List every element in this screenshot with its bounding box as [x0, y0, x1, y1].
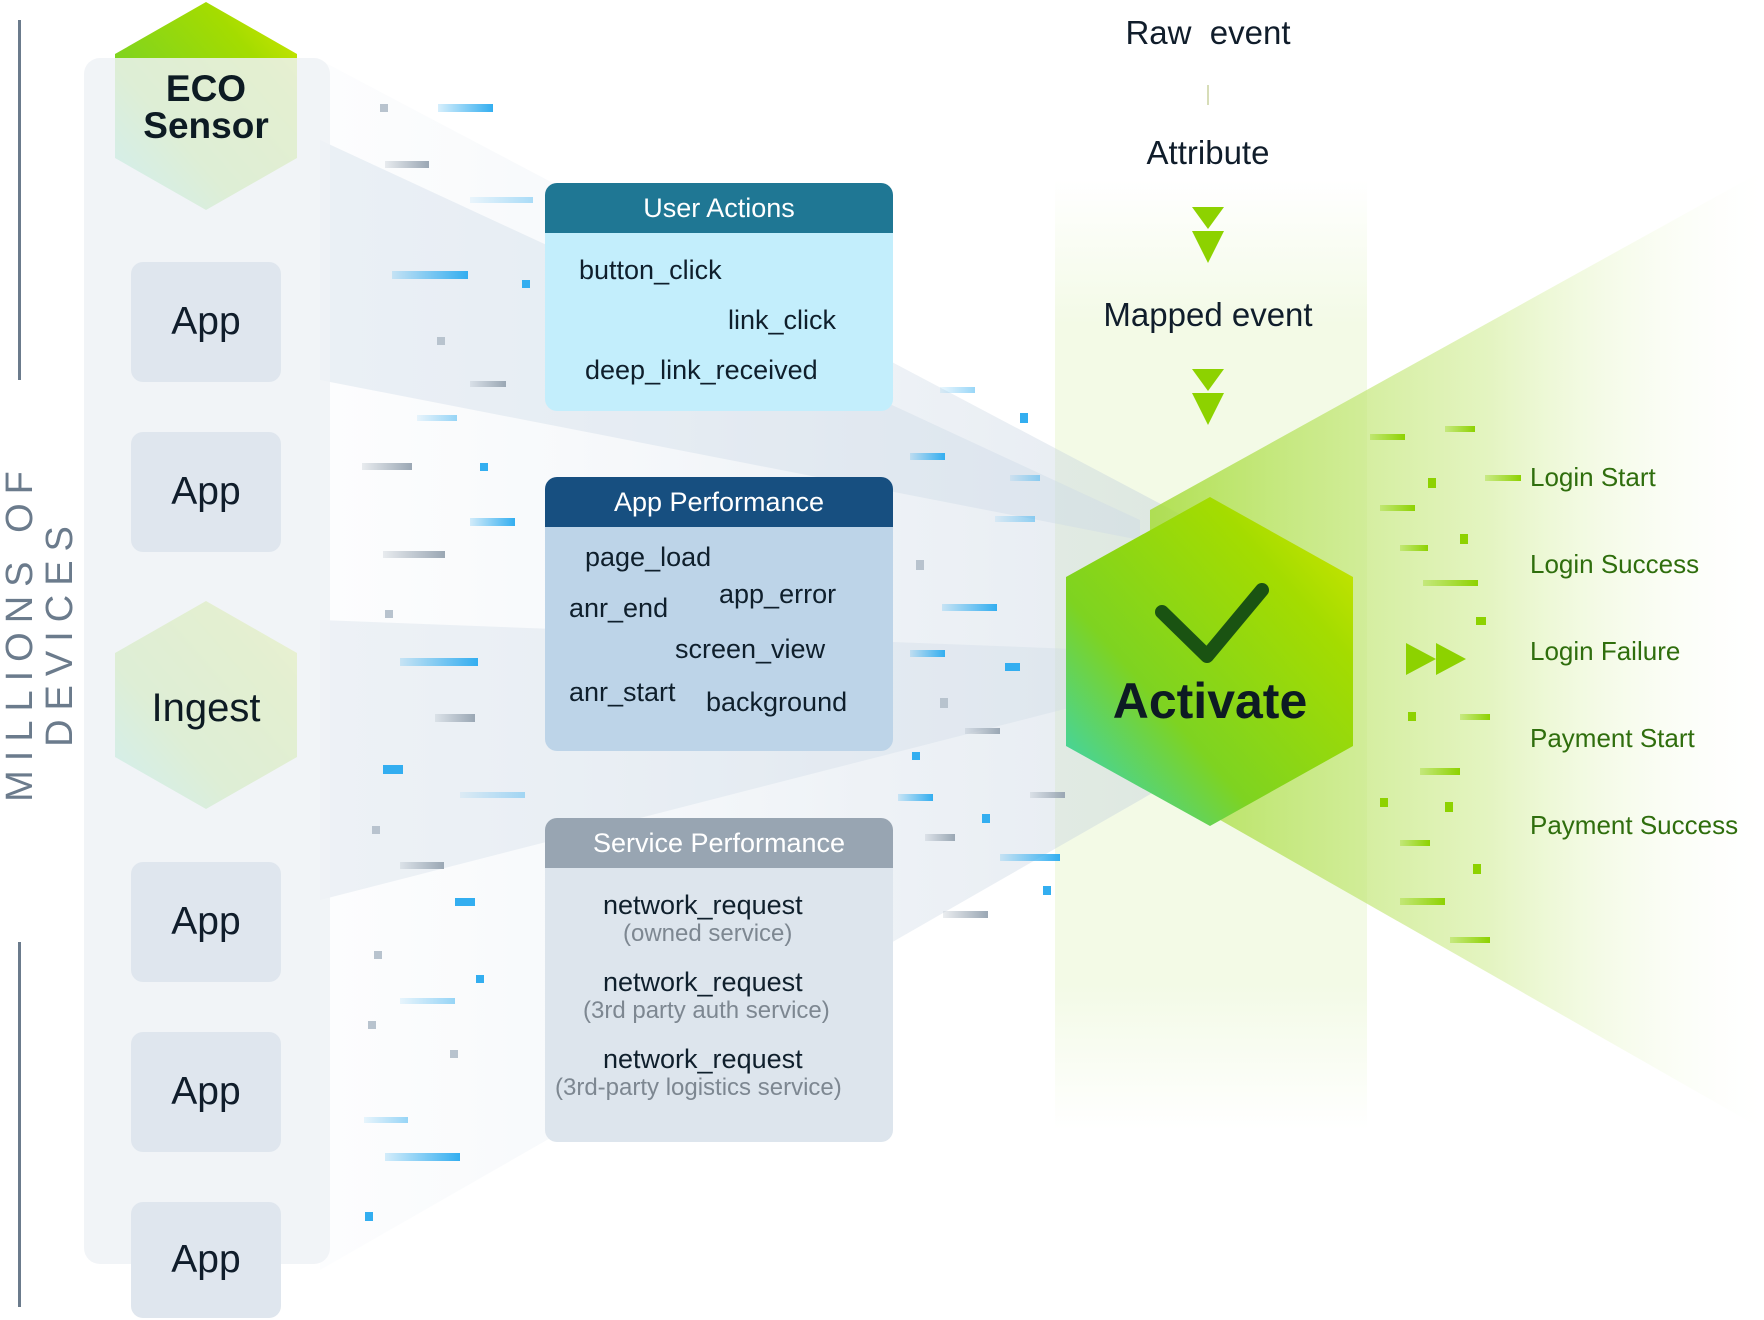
event-network-request: network_request — [603, 890, 803, 920]
event-deep-link-received: deep_link_received — [585, 355, 818, 385]
event-anr-end: anr_end — [569, 593, 669, 623]
event-network-request: network_request — [603, 967, 803, 997]
app-tile: App — [131, 432, 281, 552]
attribute-label: Attribute — [1146, 134, 1270, 171]
input-dashes — [362, 104, 533, 1221]
service-performance-header: Service Performance — [545, 818, 893, 868]
service-performance-body: network_request (owned service) network_… — [545, 868, 893, 1142]
user-actions-header: User Actions — [545, 183, 893, 233]
app-performance-body: page_load app_error anr_end screen_view … — [545, 527, 893, 751]
app-performance-header: App Performance — [545, 477, 893, 527]
output-payment-success: Payment Success — [1530, 810, 1739, 840]
output-payment-start: Payment Start — [1530, 723, 1695, 753]
output-login-start: Login Start — [1530, 462, 1656, 492]
eco-sensor-label: ECO Sensor — [143, 68, 269, 146]
activate-label: Activate — [1112, 673, 1308, 729]
fast-forward-icon — [1406, 643, 1466, 675]
event-detail: (owned service) — [623, 920, 793, 947]
app-performance-box: App Performance page_load app_error anr_… — [545, 477, 893, 751]
output-dashes — [1370, 426, 1521, 943]
event-anr-start: anr_start — [569, 677, 676, 707]
event-button-click: button_click — [579, 255, 722, 285]
app-tile: App — [131, 1032, 281, 1152]
service-performance-box: Service Performance network_request (own… — [545, 818, 893, 1142]
millions-of-devices-caption: MILLIONS OF DEVICES — [0, 462, 81, 802]
caption-line-bottom — [18, 942, 21, 1307]
caption-line-top — [18, 20, 21, 380]
ingest-label: Ingest — [151, 685, 261, 730]
event-page-load: page_load — [585, 542, 712, 572]
event-link-click: link_click — [728, 305, 837, 335]
output-login-failure: Login Failure — [1530, 636, 1681, 666]
down-arrow-icon — [1192, 369, 1224, 425]
checkmark-icon — [1155, 583, 1269, 663]
output-login-success: Login Success — [1530, 549, 1700, 579]
app-tile: App — [131, 262, 281, 382]
event-background: background — [706, 687, 848, 717]
output-beam — [1150, 170, 1764, 1130]
event-detail: (3rd-party logistics service) — [555, 1074, 842, 1101]
user-actions-box: User Actions button_click link_click dee… — [545, 183, 893, 411]
event-network-request: network_request — [603, 1044, 803, 1074]
user-actions-body: button_click link_click deep_link_receiv… — [545, 233, 893, 411]
down-arrow-icon — [1192, 207, 1224, 263]
middle-dashes — [898, 387, 1065, 918]
app-tile: App — [131, 862, 281, 982]
event-detail: (3rd party auth service) — [583, 997, 830, 1024]
app-tile: App — [131, 1202, 281, 1318]
raw-event-label: Raw event — [1125, 14, 1291, 51]
mapped-event-label: Mapped event — [1103, 296, 1313, 333]
event-app-error: app_error — [719, 579, 837, 609]
event-screen-view: screen_view — [675, 634, 826, 664]
